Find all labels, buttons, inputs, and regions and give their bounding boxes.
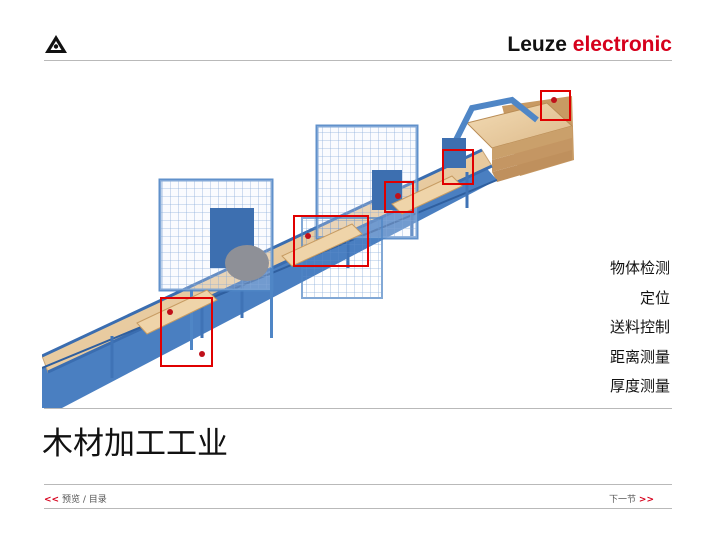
prev-overview-link[interactable]: << 预览 / 目录 <box>44 492 107 505</box>
prev-label: 预览 / 目录 <box>61 495 107 505</box>
feature-item: 厚度测量 <box>609 377 670 395</box>
robot-arm <box>442 96 539 168</box>
saw-cage-1 <box>158 178 274 350</box>
next-section-link[interactable]: 下一节 >> <box>609 492 654 505</box>
prev-arrow: << <box>44 495 60 505</box>
brand-wordmark: Leuze electronic <box>507 33 672 57</box>
sensor-highlight-thickness <box>540 90 571 121</box>
sensor-highlights <box>160 90 571 367</box>
wood-stack <box>466 96 574 182</box>
feature-item: 送料控制 <box>609 318 670 336</box>
brand-name: Leuze <box>507 33 567 56</box>
brand-accent: electronic <box>572 33 672 56</box>
wood-processing-conveyor-illustration <box>42 90 574 408</box>
sensor-highlight-distance <box>384 181 414 213</box>
sensor-devices <box>167 97 557 357</box>
sensor-highlight-feed <box>160 297 213 367</box>
next-label: 下一节 <box>609 495 637 505</box>
sensor-highlight-position <box>293 215 369 267</box>
next-arrow: >> <box>638 495 654 505</box>
footer-divider-bottom <box>44 508 672 509</box>
sensor-highlight-detect <box>442 149 474 185</box>
title-divider-top <box>44 408 672 409</box>
feature-list: 物体检测 定位 送料控制 距离测量 厚度测量 <box>610 254 670 402</box>
leuze-logo-icon <box>45 35 67 53</box>
page-title: 木材加工工业 <box>42 426 228 462</box>
feature-item: 物体检测 <box>609 259 670 277</box>
boards <box>136 175 463 335</box>
feature-item: 定位 <box>639 288 670 307</box>
feature-item: 距离测量 <box>609 347 670 366</box>
footer-divider-top <box>44 484 672 485</box>
header-divider <box>44 60 672 61</box>
